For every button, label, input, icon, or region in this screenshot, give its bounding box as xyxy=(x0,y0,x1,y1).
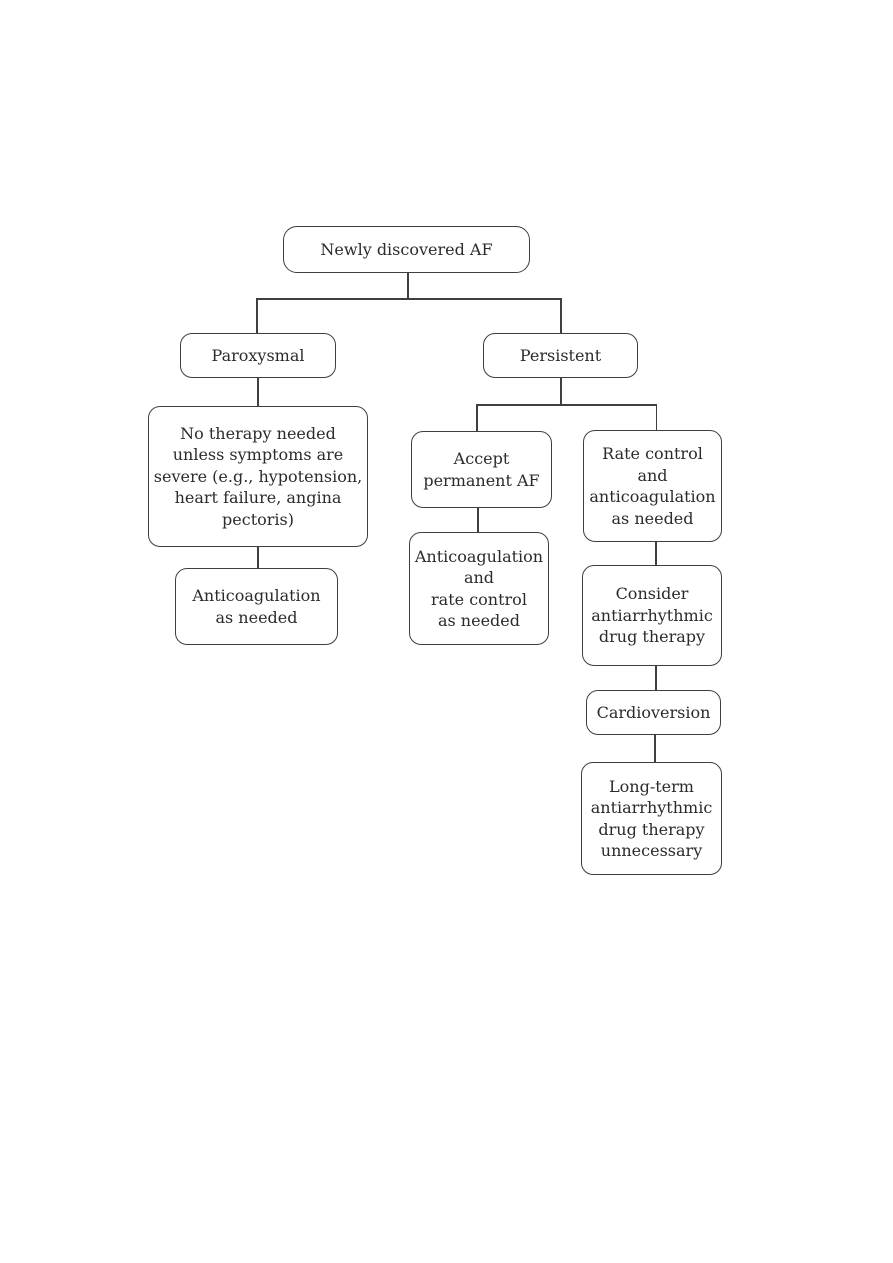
node-accept-permanent-af: Accept permanent AF xyxy=(411,431,552,508)
connector-to-rate-control xyxy=(655,404,657,430)
node-anticoagulation-rate-control-label: Anticoagulation and rate control as need… xyxy=(414,546,544,631)
node-cardioversion: Cardioversion xyxy=(586,690,721,735)
connector-to-persistent xyxy=(560,298,562,333)
node-rate-control-anticoagulation-label: Rate control and anticoagulation as need… xyxy=(589,444,716,528)
node-cardioversion-label: Cardioversion xyxy=(596,702,711,722)
node-accept-permanent-af-label: Accept permanent AF xyxy=(423,449,540,490)
node-persistent-label: Persistent xyxy=(519,345,602,365)
node-long-term-unnecessary-label: Long-term antiarrhythmic drug therapy un… xyxy=(590,776,713,861)
node-consider-antiarrhythmic: Consider antiarrhythmic drug therapy xyxy=(582,565,722,666)
node-newly-discovered-af: Newly discovered AF xyxy=(283,226,530,273)
connector-newly-down xyxy=(407,273,409,298)
connector-persistent-horizontal xyxy=(476,404,657,406)
node-consider-antiarrhythmic-label: Consider antiarrhythmic drug therapy xyxy=(591,584,713,647)
connector-persistent-down xyxy=(560,378,562,404)
node-no-therapy: No therapy needed unless symptoms are se… xyxy=(148,406,368,547)
node-newly-discovered-af-label: Newly discovered AF xyxy=(320,239,493,259)
node-anticoagulation-rate-control: Anticoagulation and rate control as need… xyxy=(409,532,549,645)
node-paroxysmal-label: Paroxysmal xyxy=(211,345,305,365)
connector-accept-anticoagrate xyxy=(477,508,479,532)
connector-notherapy-anticoagulation xyxy=(257,547,259,568)
connector-top-horizontal xyxy=(256,298,561,300)
node-anticoagulation-as-needed-label: Anticoagulation as needed xyxy=(192,586,321,627)
connector-consider-cardioversion xyxy=(655,666,657,690)
node-rate-control-anticoagulation: Rate control and anticoagulation as need… xyxy=(583,430,722,542)
connector-to-accept-permanent xyxy=(476,404,478,431)
node-paroxysmal: Paroxysmal xyxy=(180,333,336,378)
node-anticoagulation-as-needed: Anticoagulation as needed xyxy=(175,568,338,645)
node-persistent: Persistent xyxy=(483,333,638,378)
connector-to-paroxysmal xyxy=(256,298,258,333)
node-long-term-unnecessary: Long-term antiarrhythmic drug therapy un… xyxy=(581,762,722,875)
node-no-therapy-label: No therapy needed unless symptoms are se… xyxy=(153,423,363,529)
connector-cardioversion-longterm xyxy=(654,735,656,762)
connector-ratecontrol-consider xyxy=(655,542,657,565)
connector-paroxysmal-notherapy xyxy=(257,378,259,406)
